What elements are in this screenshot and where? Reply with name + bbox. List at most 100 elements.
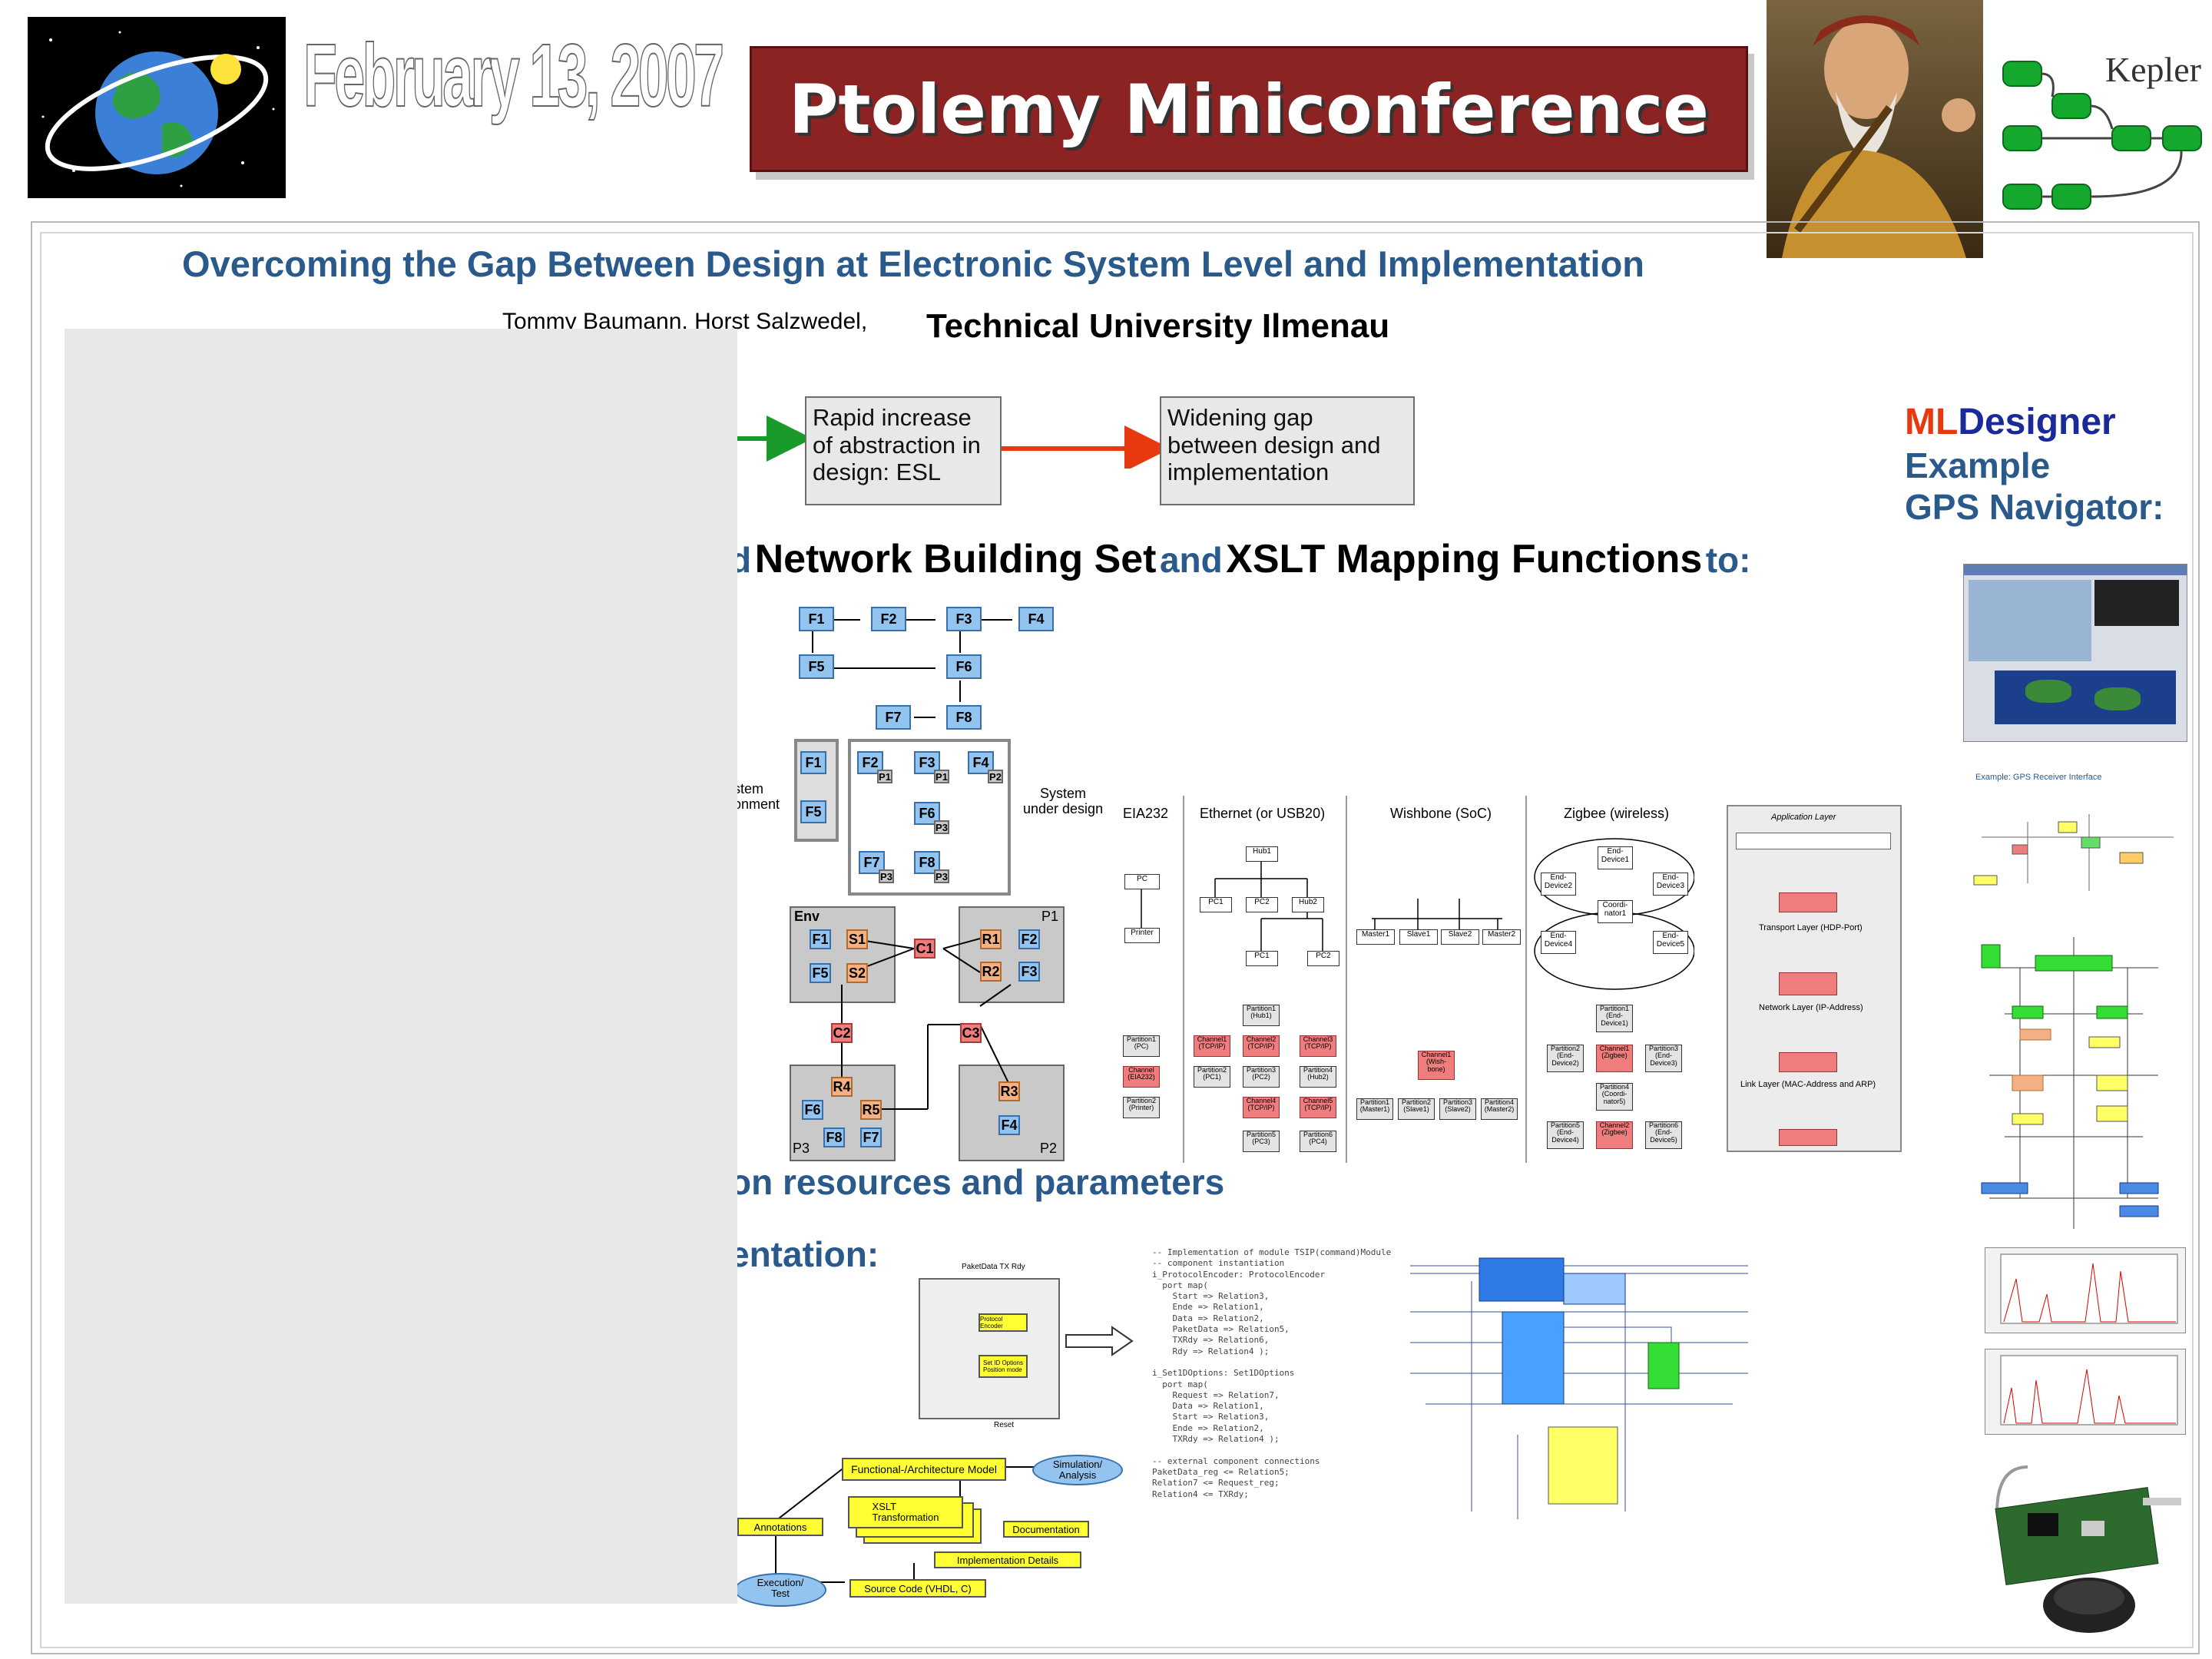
flow-sim: Simulation/ Analysis	[1032, 1455, 1123, 1485]
env-block-r3: R3	[998, 1081, 1020, 1101]
flow-annotations: Annotations	[737, 1518, 823, 1536]
flow-exec: Execution/ Test	[734, 1573, 826, 1607]
kepler-logo: Kepler	[1997, 46, 2212, 223]
net-partitions: Partition1 (PC) Channel (EIA232) Partiti…	[1111, 998, 1694, 1167]
layer-network: Network Layer (IP-Address)	[1759, 1003, 1863, 1012]
part-zig-ch1: Channel1 (Zigbee)	[1596, 1045, 1633, 1072]
top-block-f1: F1	[799, 607, 834, 631]
partition-p2	[959, 1065, 1065, 1161]
env-block-r4: R4	[831, 1077, 853, 1097]
sidebar-heading: MLDesigner Example GPS Navigator:	[1905, 401, 2164, 528]
gps-interface-diagram	[1966, 791, 2189, 914]
env-block-r1: R1	[980, 929, 1002, 949]
part-zig-4: Partition4 (Coordi- nator5)	[1596, 1083, 1633, 1111]
headline: d Network Building Set and XSLT Mapping …	[730, 536, 1750, 582]
part-wish-ch: Channel1 (Wish- bone)	[1418, 1051, 1455, 1080]
sidebar-example: Example	[1905, 445, 2051, 485]
plot-2	[1985, 1349, 2186, 1435]
net-header-zig: Zigbee (wireless)	[1564, 806, 1670, 821]
plot-icon	[2000, 1253, 2178, 1324]
part-wish-2: Partition2 (Slave1)	[1398, 1098, 1435, 1120]
overlay-panel	[65, 329, 737, 1604]
part-eth-3: Partition3 (PC2)	[1243, 1066, 1280, 1088]
part-eth-ch5: Channel5 (TCP/IP)	[1300, 1097, 1336, 1118]
headline-part2: Network Building Set	[754, 537, 1157, 581]
node-enddev5: End- Device5	[1653, 931, 1688, 954]
label-p3: P3	[793, 1141, 810, 1156]
sud-label: System under design	[1023, 786, 1104, 816]
node-slave2: Slave2	[1441, 929, 1479, 945]
env-block-f5: F5	[810, 963, 831, 983]
node-pc2: PC2	[1246, 897, 1278, 912]
part-eia-1: Partition1 (PC)	[1123, 1035, 1160, 1057]
port-p3b: P3	[879, 869, 894, 883]
part-eth-2: Partition2 (PC1)	[1194, 1066, 1230, 1088]
top-block-f5: F5	[799, 654, 834, 679]
net-header-eth: Ethernet (or USB20)	[1200, 806, 1326, 821]
portrait-icon	[1782, 15, 1975, 258]
layer-app-row	[1736, 833, 1891, 849]
layers-panel: Application Layer Transport Layer (HDP-P…	[1727, 805, 1902, 1152]
part-zig-2: Partition2 (End- Device2)	[1547, 1045, 1584, 1072]
mid-block-f5: F5	[800, 800, 826, 823]
env-block-f7: F7	[860, 1128, 882, 1147]
part-wish-3: Partition3 (Slave2)	[1439, 1098, 1476, 1120]
part-eth-ch2: Channel2 (TCP/IP)	[1243, 1035, 1280, 1057]
net-header-wish: Wishbone (SoC)	[1390, 806, 1492, 821]
part-eth-4: Partition4 (Hub2)	[1300, 1066, 1336, 1088]
logo-globe	[28, 17, 286, 198]
env-block-f4: F4	[998, 1115, 1020, 1135]
sud-box	[848, 739, 1011, 896]
flow-impl-details: Implementation Details	[934, 1551, 1081, 1568]
node-hub1: Hub1	[1246, 846, 1278, 862]
net-nodes: PC Printer Hub1 PC1 PC2 Hub2 PC1 PC2 Mas…	[1111, 814, 1694, 1167]
part-eth-5: Partition5 (PC3)	[1243, 1131, 1280, 1152]
paper-institution: Technical University Ilmenau	[926, 307, 1390, 345]
layer-app-box	[1779, 892, 1837, 912]
gps-interface-caption: Example: GPS Receiver Interface	[1975, 773, 2102, 782]
section-resources: on resources and parameters	[730, 1162, 1225, 1202]
port-p3a: P3	[934, 820, 949, 834]
port-p1b: P1	[934, 770, 949, 783]
small-flow-bottom: Reset	[994, 1421, 1015, 1429]
layer-link: Link Layer (MAC-Address and ARP)	[1740, 1080, 1876, 1089]
kepler-label: Kepler	[2104, 50, 2201, 89]
part-eth-ch4: Channel4 (TCP/IP)	[1243, 1097, 1280, 1118]
plot-1	[1985, 1247, 2186, 1333]
circuit-board-icon	[1995, 1465, 2181, 1633]
env-block-c3: C3	[960, 1023, 982, 1043]
top-block-f2: F2	[871, 607, 906, 631]
layer-link-box	[1779, 1129, 1837, 1146]
small-flow-panel: PaketData TX Rdy Protocol Encoder Set ID…	[919, 1263, 1060, 1429]
gps-screenshot	[1963, 564, 2187, 742]
node-pc1: PC1	[1200, 897, 1232, 912]
env-block-r5: R5	[860, 1100, 882, 1120]
env-block-f1: F1	[810, 929, 831, 949]
outer-frame	[31, 221, 2200, 1654]
flow-source: Source Code (VHDL, C)	[849, 1579, 986, 1598]
mid-block-f1: F1	[800, 751, 826, 774]
node-coord1: Coordi- nator1	[1598, 900, 1633, 923]
top-block-f7: F7	[876, 705, 911, 730]
env-label: stem onment	[733, 781, 780, 812]
part-eia-ch: Channel (EIA232)	[1123, 1066, 1160, 1088]
plot2-icon	[2000, 1355, 2178, 1426]
label-env: Env	[794, 909, 820, 924]
sidebar-designer: Designer	[1958, 402, 2116, 442]
net-divider-2	[1346, 796, 1347, 1163]
flow-model: Functional-/Architecture Model	[842, 1458, 1006, 1481]
date-heading: February 13, 2007	[303, 25, 724, 125]
node-enddev3: End- Device3	[1653, 873, 1688, 896]
part-zig-5: Partition5 (End- Device4)	[1547, 1121, 1584, 1149]
section-implementation: entation:	[730, 1234, 879, 1274]
top-block-f6: F6	[946, 654, 982, 679]
label-p1: P1	[1041, 909, 1059, 924]
net-divider-3	[1525, 796, 1527, 1163]
top-block-f3: F3	[946, 607, 982, 631]
node-slave1: Slave1	[1399, 929, 1438, 945]
part-wish-1: Partition1 (Master1)	[1356, 1098, 1393, 1120]
sidebar-gps: GPS Navigator:	[1905, 486, 2164, 527]
layer-network-box	[1779, 1052, 1837, 1072]
flow-xslt: XSLT Transformation	[848, 1496, 963, 1528]
layer-transport: Transport Layer (HDP-Port)	[1759, 923, 1863, 932]
